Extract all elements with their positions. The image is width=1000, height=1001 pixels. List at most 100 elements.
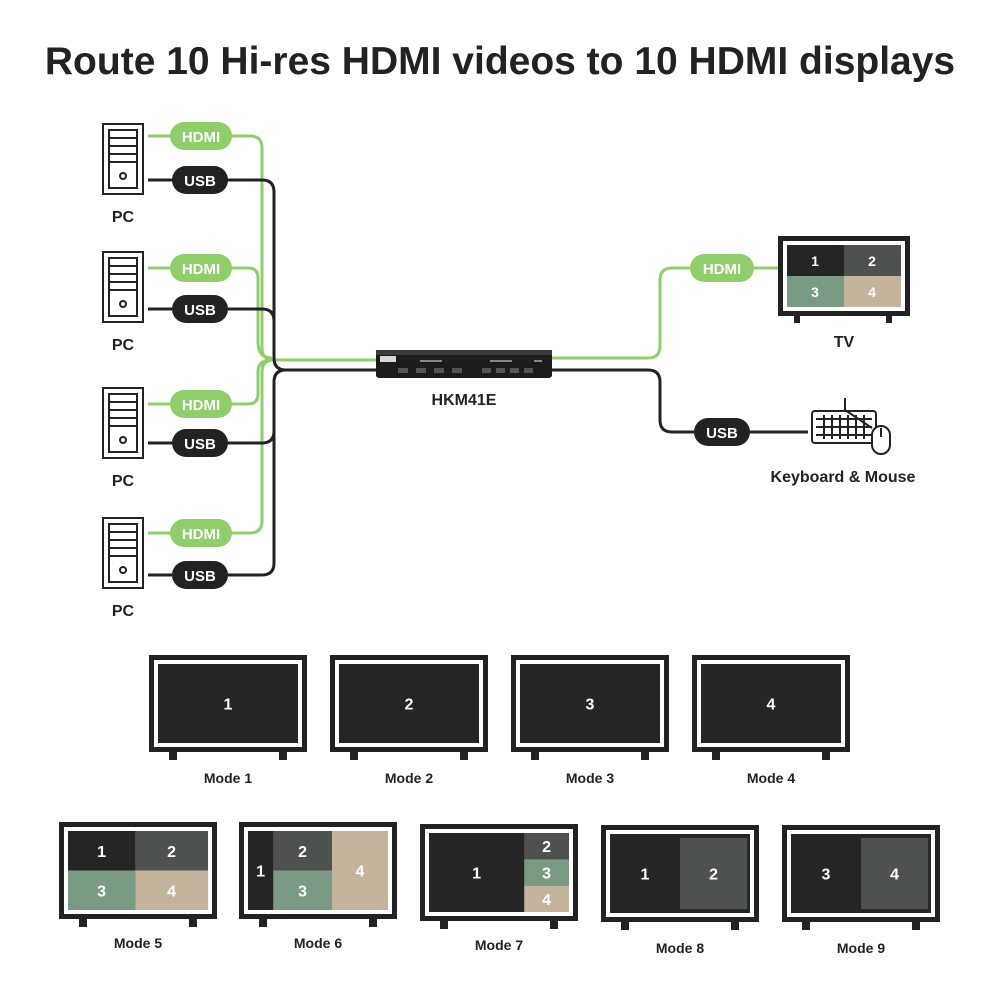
pc-hdmi-label: HDMI (182, 526, 220, 543)
mode-label: Mode 1 (204, 770, 252, 786)
pc-hdmi-badge: HDMI (170, 519, 232, 547)
mode-cell (135, 831, 208, 871)
pc-tower-icon (102, 123, 144, 195)
mode-cell-label: 4 (167, 883, 176, 900)
tv-hdmi-label: HDMI (703, 261, 741, 278)
mode-cell-label: 4 (767, 697, 776, 714)
hdmi-cable-pc2 (148, 266, 273, 360)
mode-cell (158, 664, 298, 743)
mode-cell (68, 831, 136, 871)
mode-cell-label: 3 (542, 866, 551, 883)
mode-cell-label: 3 (298, 883, 307, 900)
pc-tower-icon (102, 517, 144, 589)
pc-4: PC HDMI USB (102, 517, 232, 620)
pc-hdmi-label: HDMI (182, 397, 220, 414)
mode-cell (135, 870, 208, 910)
pc-hdmi-label: HDMI (182, 129, 220, 146)
tv-cell-3: 3 (811, 284, 819, 300)
device-port-labels (420, 360, 542, 362)
mode-cell (791, 834, 861, 913)
pc-label: PC (112, 209, 135, 226)
mode-cell (332, 831, 388, 910)
pc-2: PC HDMI USB (102, 251, 232, 354)
mode-cell (248, 831, 274, 910)
pc-tower-icon (102, 387, 144, 459)
mode-cell (680, 837, 748, 910)
mode-label: Mode 5 (114, 935, 162, 951)
mode-cell (524, 833, 569, 860)
mode-cell-label: 3 (822, 867, 831, 884)
pc-usb-badge: USB (172, 429, 228, 457)
mode-cell (429, 833, 525, 912)
tv-hdmi-badge: HDMI (690, 254, 754, 282)
pc-tower-icon (102, 251, 144, 323)
mode-cell-label: 1 (97, 844, 106, 861)
peripherals-usb-label: USB (706, 425, 738, 442)
hdmi-cable-pc3 (148, 358, 273, 406)
pc-hdmi-badge: HDMI (170, 254, 232, 282)
mode-label: Mode 2 (385, 770, 433, 786)
mode-cell-label: 4 (542, 892, 551, 909)
mode-cell (273, 831, 332, 871)
mode-cell-label: 1 (224, 697, 233, 714)
mode-cell-label: 4 (890, 867, 899, 884)
pc-list: PC HDMI USB PC HDMI USB PC HDMI USB PC HDMI USB (102, 122, 232, 620)
pc-label: PC (112, 473, 135, 490)
pc-3: PC HDMI USB (102, 387, 232, 490)
pc-hdmi-badge: HDMI (170, 390, 232, 418)
mode-cell-label: 3 (97, 883, 106, 900)
mode-label: Mode 8 (656, 940, 704, 956)
mode-label: Mode 7 (475, 937, 523, 953)
peripherals-usb-badge: USB (694, 418, 750, 446)
mode-cell (524, 859, 569, 886)
tv-cell-1: 1 (811, 253, 819, 269)
hdmi-cable-tv (550, 266, 780, 360)
usb-cable-pc4 (148, 368, 287, 577)
peripherals-label: Keyboard & Mouse (771, 469, 916, 486)
pc-usb-badge: USB (172, 561, 228, 589)
mode-cell-label: 1 (641, 867, 650, 884)
hkm41e-device (376, 350, 552, 378)
mode-cell-label: 2 (167, 844, 176, 861)
pc-usb-label: USB (184, 436, 216, 453)
mouse-icon (871, 425, 891, 455)
device-label: HKM41E (432, 392, 497, 409)
mode-cell (610, 834, 680, 913)
usb-cable-pc2 (148, 307, 276, 358)
pc-usb-label: USB (184, 173, 216, 190)
mode-cell-label: 2 (709, 867, 718, 884)
mode-cell (701, 664, 841, 743)
hdmi-cable-pc4 (148, 358, 275, 535)
mode-cell-label: 2 (542, 839, 551, 856)
mode-cell (861, 837, 929, 910)
tv-label: TV (834, 334, 855, 351)
pc-hdmi-badge: HDMI (170, 122, 232, 150)
mode-cell-label: 2 (405, 697, 414, 714)
pc-label: PC (112, 337, 135, 354)
mode-cell-label: 3 (586, 697, 595, 714)
mode-cell (520, 664, 660, 743)
mode-cell (68, 870, 136, 910)
pc-usb-label: USB (184, 568, 216, 585)
pc-hdmi-label: HDMI (182, 261, 220, 278)
mode-label: Mode 9 (837, 940, 885, 956)
mode-cell-label: 2 (298, 844, 307, 861)
pc-1: PC HDMI USB (102, 122, 232, 226)
tv-cell-4: 4 (868, 284, 876, 300)
keyboard-icon (811, 398, 877, 444)
pc-label: PC (112, 603, 135, 620)
pc-usb-label: USB (184, 302, 216, 319)
tv: 1 2 3 4 (778, 236, 910, 323)
mode-cell (339, 664, 479, 743)
pc-usb-badge: USB (172, 295, 228, 323)
